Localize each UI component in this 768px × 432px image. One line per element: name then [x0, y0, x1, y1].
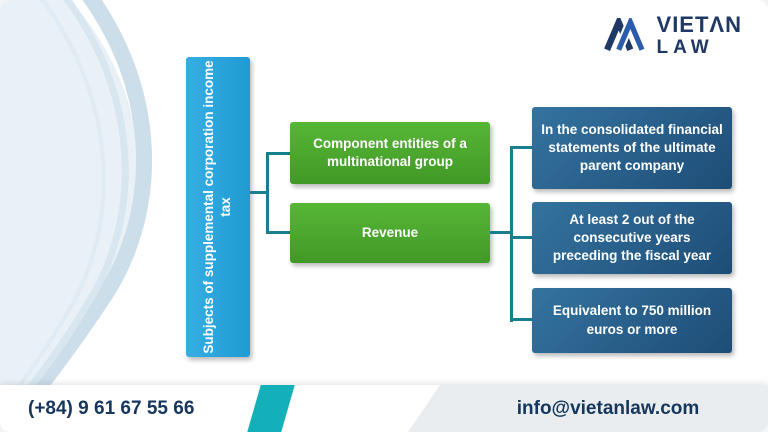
connector-line [510, 318, 532, 321]
connector-line [510, 236, 532, 239]
level3-box-750-million: Equivalent to 750 million euros or more [532, 288, 732, 353]
connector-line [250, 191, 268, 194]
level3-box-label: At least 2 out of the consecutive years … [552, 211, 712, 264]
vietan-law-logo-text: VIETΛN LAW [656, 12, 742, 58]
footer-email-address: info@vietanlaw.com [516, 398, 700, 419]
connector-line [266, 152, 290, 155]
brand-name: VIETΛN [656, 12, 742, 37]
root-box-subjects: Subjects of supplemental corporation inc… [186, 57, 250, 357]
connector-line [490, 231, 512, 234]
level3-box-consolidated-statements: In the consolidated financial statements… [532, 107, 732, 189]
level2-box-label: Component entities of a multinational gr… [313, 136, 467, 169]
footer-email-panel: info@vietanlaw.com [408, 385, 768, 432]
level3-box-label: In the consolidated financial statements… [541, 121, 723, 174]
level2-box-label: Revenue [361, 225, 419, 241]
level2-box-component-entities: Component entities of a multinational gr… [290, 122, 490, 184]
footer-phone-number: (+84) 9 61 67 55 66 [28, 398, 195, 419]
brand-caret-glyph: Λ [709, 12, 726, 37]
vietan-law-logo: VIETΛN LAW [601, 14, 742, 57]
vietan-law-logo-mark-icon [603, 17, 646, 52]
brand-name-law: LAW [656, 37, 714, 58]
level3-box-consecutive-years: At least 2 out of the consecutive years … [532, 202, 732, 274]
connector-line [510, 146, 513, 322]
level2-box-revenue: Revenue [290, 203, 490, 263]
connector-line [266, 231, 290, 234]
connector-line [510, 146, 532, 149]
footer-bar: (+84) 9 61 67 55 66 info@vietanlaw.com [0, 385, 768, 432]
footer-teal-stripe-decoration [247, 385, 295, 432]
level3-box-label: Equivalent to 750 million euros or more [552, 303, 712, 337]
root-box-label: Subjects of supplemental corporation inc… [201, 60, 233, 354]
connector-line [266, 152, 269, 234]
